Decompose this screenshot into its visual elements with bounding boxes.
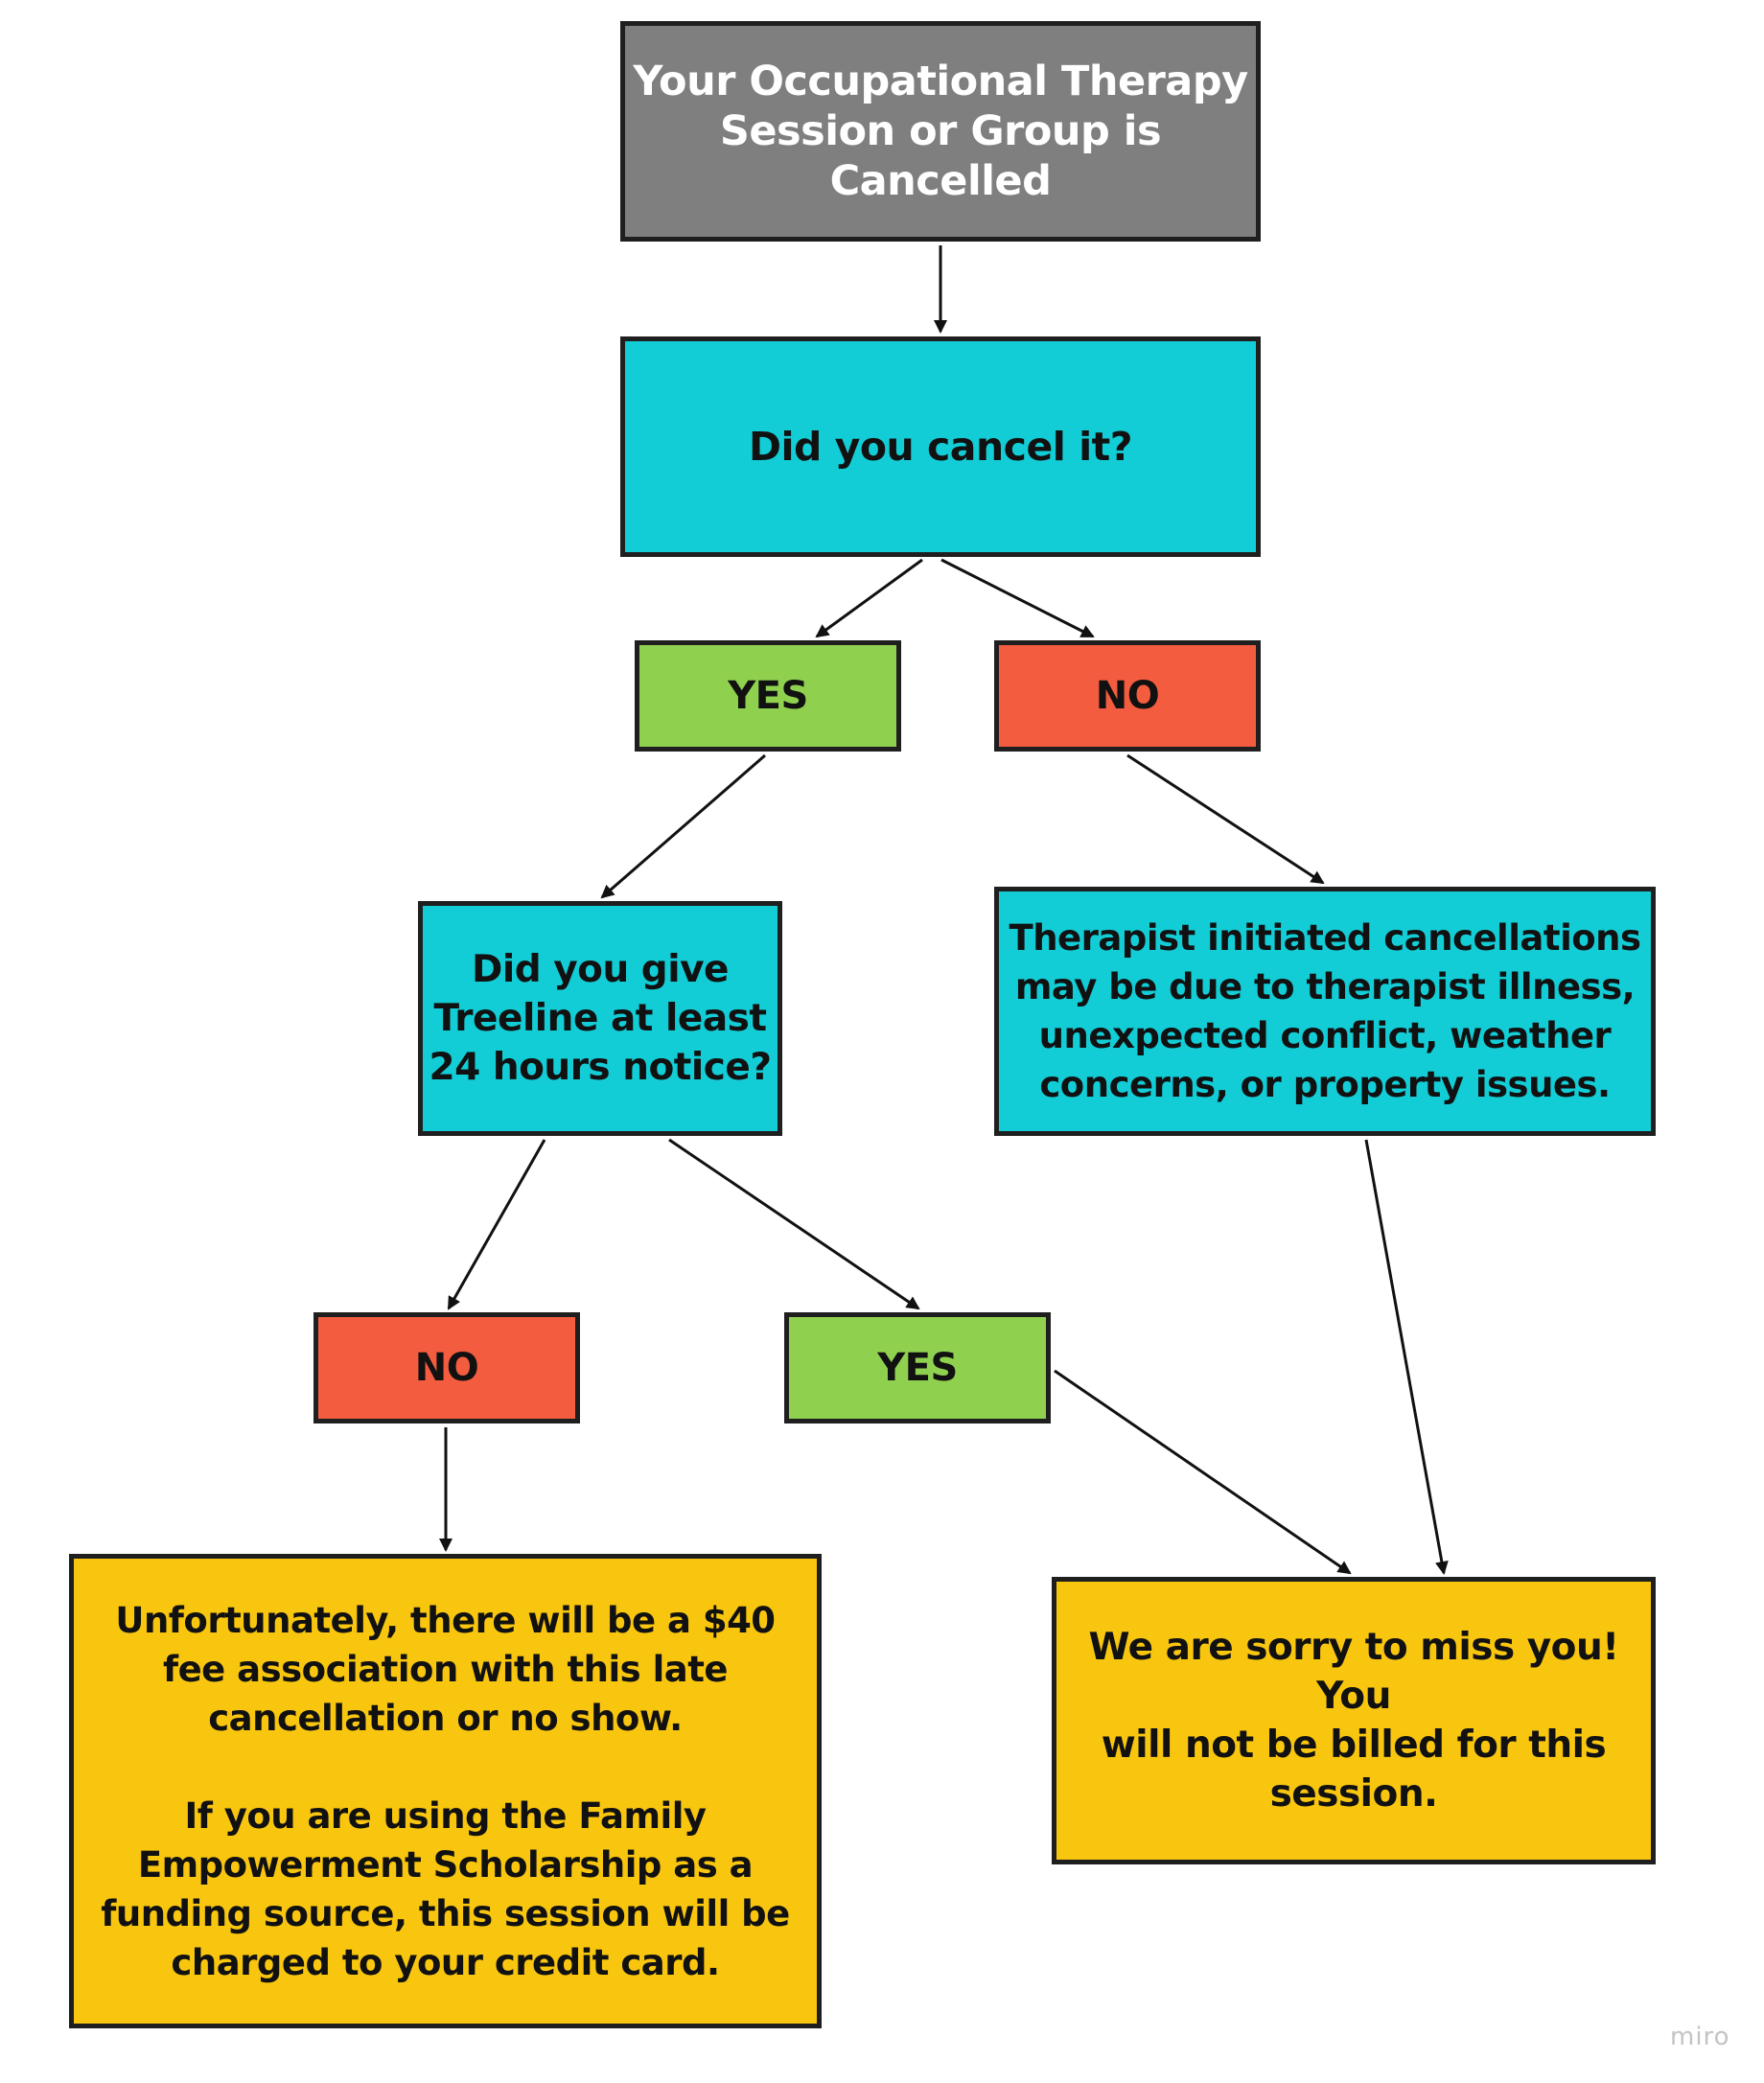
start-node-label: Your Occupational Therapy Session or Gro… [633, 58, 1248, 205]
question-did-you-cancel: Did you cancel it? [620, 336, 1261, 557]
question-24-hours-notice-label: Did you give Treeline at least 24 hours … [429, 948, 772, 1089]
arrow-therapist-to-sorry [1364, 1139, 1449, 1575]
arrow-q-notice-to-yes-2 [668, 1138, 920, 1310]
arrow-q-cancel-to-no-1 [940, 558, 1095, 638]
therapist-cancellation-info: Therapist initiated cancellations may be… [994, 887, 1656, 1136]
arrow-yes-2-to-sorry [1054, 1369, 1352, 1575]
late-fee-outcome-label: Unfortunately, there will be a $40 fee a… [101, 1599, 790, 1983]
arrow-q-notice-to-no-2 [447, 1139, 546, 1310]
miro-watermark: miro [1670, 2023, 1730, 2051]
arrow-q-cancel-to-yes-1 [815, 558, 923, 638]
no-charge-outcome-label: We are sorry to miss you! You will not b… [1088, 1626, 1620, 1816]
answer-yes-cancelled-label: YES [728, 674, 808, 718]
late-fee-outcome: Unfortunately, there will be a $40 fee a… [69, 1554, 822, 2028]
arrow-no-1-to-therapist [1126, 753, 1325, 885]
no-charge-outcome: We are sorry to miss you! You will not b… [1052, 1577, 1656, 1864]
answer-no-notice-label: NO [414, 1346, 479, 1390]
question-did-you-cancel-label: Did you cancel it? [748, 424, 1133, 470]
answer-no-notice: NO [313, 1312, 580, 1423]
answer-yes-notice-label: YES [877, 1346, 958, 1390]
answer-no-cancelled: NO [994, 640, 1261, 752]
question-24-hours-notice: Did you give Treeline at least 24 hours … [418, 901, 782, 1136]
answer-no-cancelled-label: NO [1095, 674, 1160, 718]
arrow-yes-1-to-q-notice [600, 753, 766, 899]
answer-yes-cancelled: YES [635, 640, 901, 752]
therapist-cancellation-info-label: Therapist initiated cancellations may be… [1009, 917, 1641, 1105]
answer-yes-notice: YES [784, 1312, 1051, 1423]
start-node-cancelled: Your Occupational Therapy Session or Gro… [620, 21, 1261, 242]
